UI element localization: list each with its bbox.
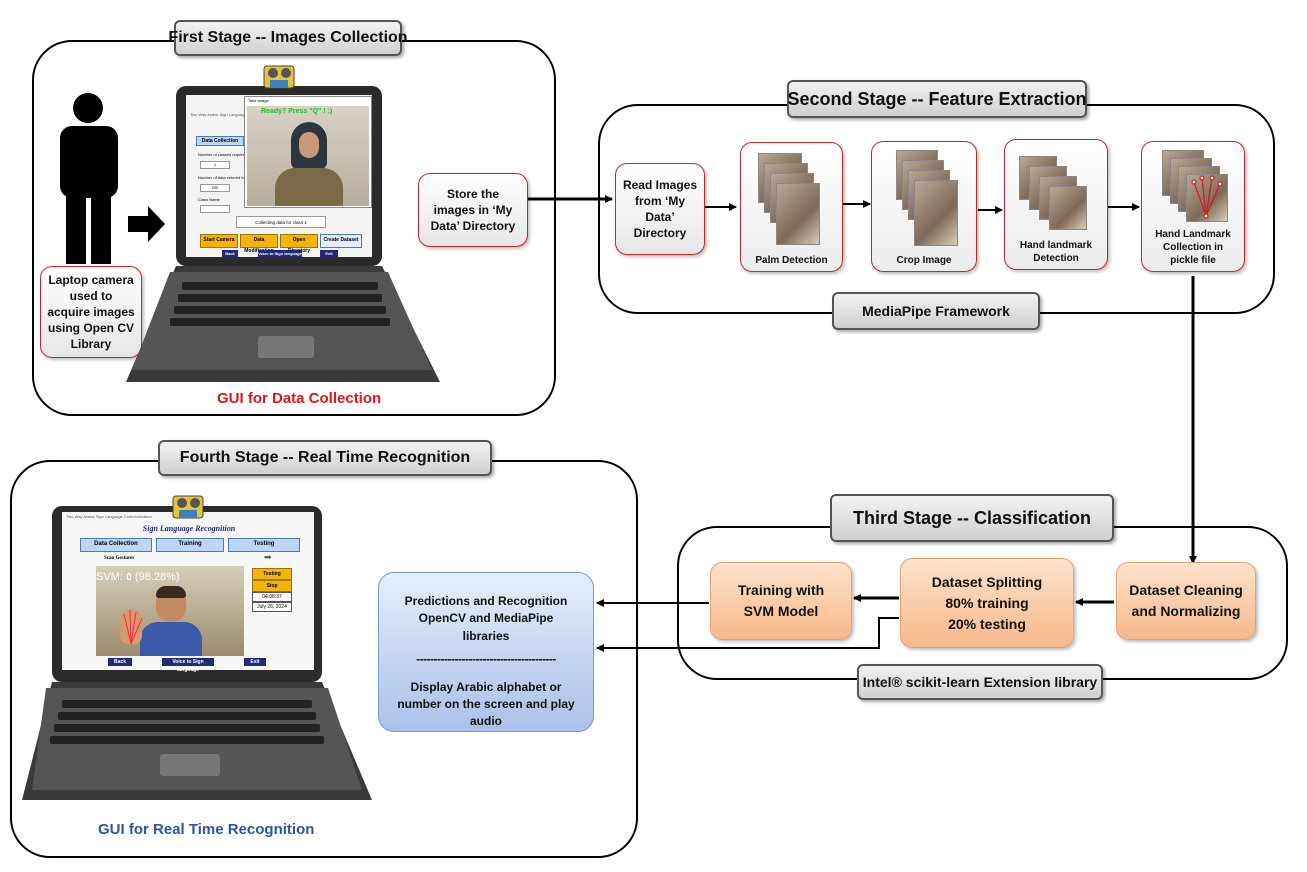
- gui1-classes-label: Number of classes required ...: [198, 152, 248, 157]
- gui2-prediction-text: SVM: ٥ (98.28%): [96, 571, 180, 583]
- dataset-cleaning-box: Dataset Cleaning and Normalizing: [1116, 562, 1256, 640]
- gui2-window-title: Two-Way Arabic Sign Language Communicati…: [66, 514, 152, 519]
- arrow-person-to-laptop: [128, 206, 165, 242]
- gui2-voice-button[interactable]: Voice to Sign language: [162, 658, 214, 673]
- camera-note-box: Laptop camera used to acquire images usi…: [40, 266, 142, 358]
- predictions-line1: Predictions and Recognition OpenCV and M…: [404, 594, 568, 643]
- child-body-shape: [140, 622, 202, 656]
- gui2-camera-feed: SVM: ٥ (98.28%): [96, 566, 244, 656]
- gui2-exit-button[interactable]: Exit: [244, 658, 266, 666]
- gui1-camera-window: Take Image Ready? Press "Q" ! :): [244, 96, 372, 208]
- gui2-section-label: Scan Gestures: [104, 556, 135, 561]
- gui2-tab-data-collection[interactable]: Data Collection: [80, 538, 152, 552]
- gui2-app-title: Sign Language Recognition: [142, 524, 236, 533]
- person-face-shape: [299, 132, 319, 158]
- splitting-title: Dataset Splitting: [931, 573, 1043, 590]
- crop-image-card: Crop Image: [871, 141, 977, 272]
- gui1-collecting-text: Collecting data for class 1: [236, 216, 326, 228]
- gui1-class-name-label: Class Name: [198, 197, 220, 202]
- dataset-splitting-box: Dataset Splitting 80% training 20% testi…: [900, 558, 1074, 648]
- hand-landmark-label: Hand landmark Detection: [1019, 240, 1093, 264]
- gui1-back-button[interactable]: Back: [222, 250, 238, 257]
- gui1-classes-value[interactable]: 1: [200, 161, 230, 169]
- arrow-right-icon: ➡: [264, 552, 272, 562]
- gui1-start-camera-button[interactable]: Start Camera: [200, 234, 238, 248]
- stage1-title: First Stage -- Images Collection: [168, 20, 408, 56]
- person-body-shape: [275, 168, 343, 206]
- gui1-data-value[interactable]: 200: [200, 184, 230, 192]
- gui1-voice-button[interactable]: Voice to Sign language: [258, 250, 302, 257]
- palm-detection-card: Palm Detection: [740, 142, 843, 272]
- gui1-exit-button[interactable]: Exit: [320, 250, 338, 257]
- hand-landmark-lines: [123, 609, 143, 645]
- palm-detection-label: Palm Detection: [755, 255, 828, 266]
- stage4-title: Fourth Stage -- Real Time Recognition: [158, 440, 492, 476]
- gui2-time: 04:08:37: [252, 592, 292, 602]
- crop-thumb-4: [914, 180, 958, 246]
- sklearn-library-label: Intel® scikit-learn Extension library: [857, 664, 1103, 700]
- gui1-data-collection-button[interactable]: Data Collection: [196, 136, 244, 146]
- splitting-testing: 20% testing: [948, 615, 1026, 632]
- gui2-tab-training[interactable]: Training: [156, 538, 224, 552]
- gui2-testing-button[interactable]: Testing: [252, 568, 292, 580]
- arrow-splitting-to-predictions: [596, 617, 899, 652]
- crop-image-label: Crop Image: [896, 255, 952, 266]
- stage2-title: Second Stage -- Feature Extraction: [787, 80, 1087, 118]
- mediapipe-framework-label: MediaPipe Framework: [832, 292, 1040, 330]
- gui-real-time-label: GUI for Real Time Recognition: [98, 821, 315, 838]
- splitting-training: 80% training: [945, 594, 1029, 611]
- pickle-label: Hand Landmark Collection in pickle file: [1155, 229, 1231, 266]
- gui2-date: July 26, 2024: [252, 602, 292, 612]
- gui1-window-title: Two Way Arabic Sign Language Communicati…: [190, 112, 250, 117]
- hand-landmark-card: Hand landmark Detection: [1004, 139, 1108, 270]
- gui1-create-dataset-button[interactable]: Create Dataset: [320, 234, 362, 248]
- gui1-camera-feed: Ready? Press "Q" ! :): [247, 106, 369, 206]
- gui1-camera-window-title: Take Image: [248, 98, 269, 103]
- predictions-line2: Display Arabic alphabet or number on the…: [397, 679, 575, 729]
- palm-thumb-4: [776, 183, 820, 245]
- gui2-tab-testing[interactable]: Testing: [228, 538, 300, 552]
- stage3-title: Third Stage -- Classification: [830, 494, 1114, 542]
- predictions-box: Predictions and Recognition OpenCV and M…: [378, 572, 594, 732]
- hand-skeleton-icon: [1191, 175, 1223, 219]
- predictions-divider: ----------------------------------------: [416, 652, 556, 667]
- gui1-class-name-input[interactable]: [200, 205, 230, 213]
- pickle-card: Hand Landmark Collection in pickle file: [1141, 141, 1245, 272]
- camera-overlay-text: Ready? Press "Q" ! :): [261, 108, 333, 115]
- child-hair-shape: [156, 586, 186, 598]
- store-images-box: Store the images in ‘My Data’ Directory: [418, 173, 528, 247]
- gui-data-collection-label: GUI for Data Collection: [217, 390, 382, 407]
- read-images-box: Read Images from ‘My Data’ Directory: [615, 163, 705, 255]
- gui2-back-button[interactable]: Back: [108, 658, 132, 666]
- svm-training-box: Training with SVM Model: [710, 562, 852, 640]
- gui2-stop-button[interactable]: Stop: [252, 580, 292, 592]
- gui1-data-label: Number of data entered for e...: [198, 175, 248, 180]
- landmark-thumb-4: [1049, 186, 1087, 230]
